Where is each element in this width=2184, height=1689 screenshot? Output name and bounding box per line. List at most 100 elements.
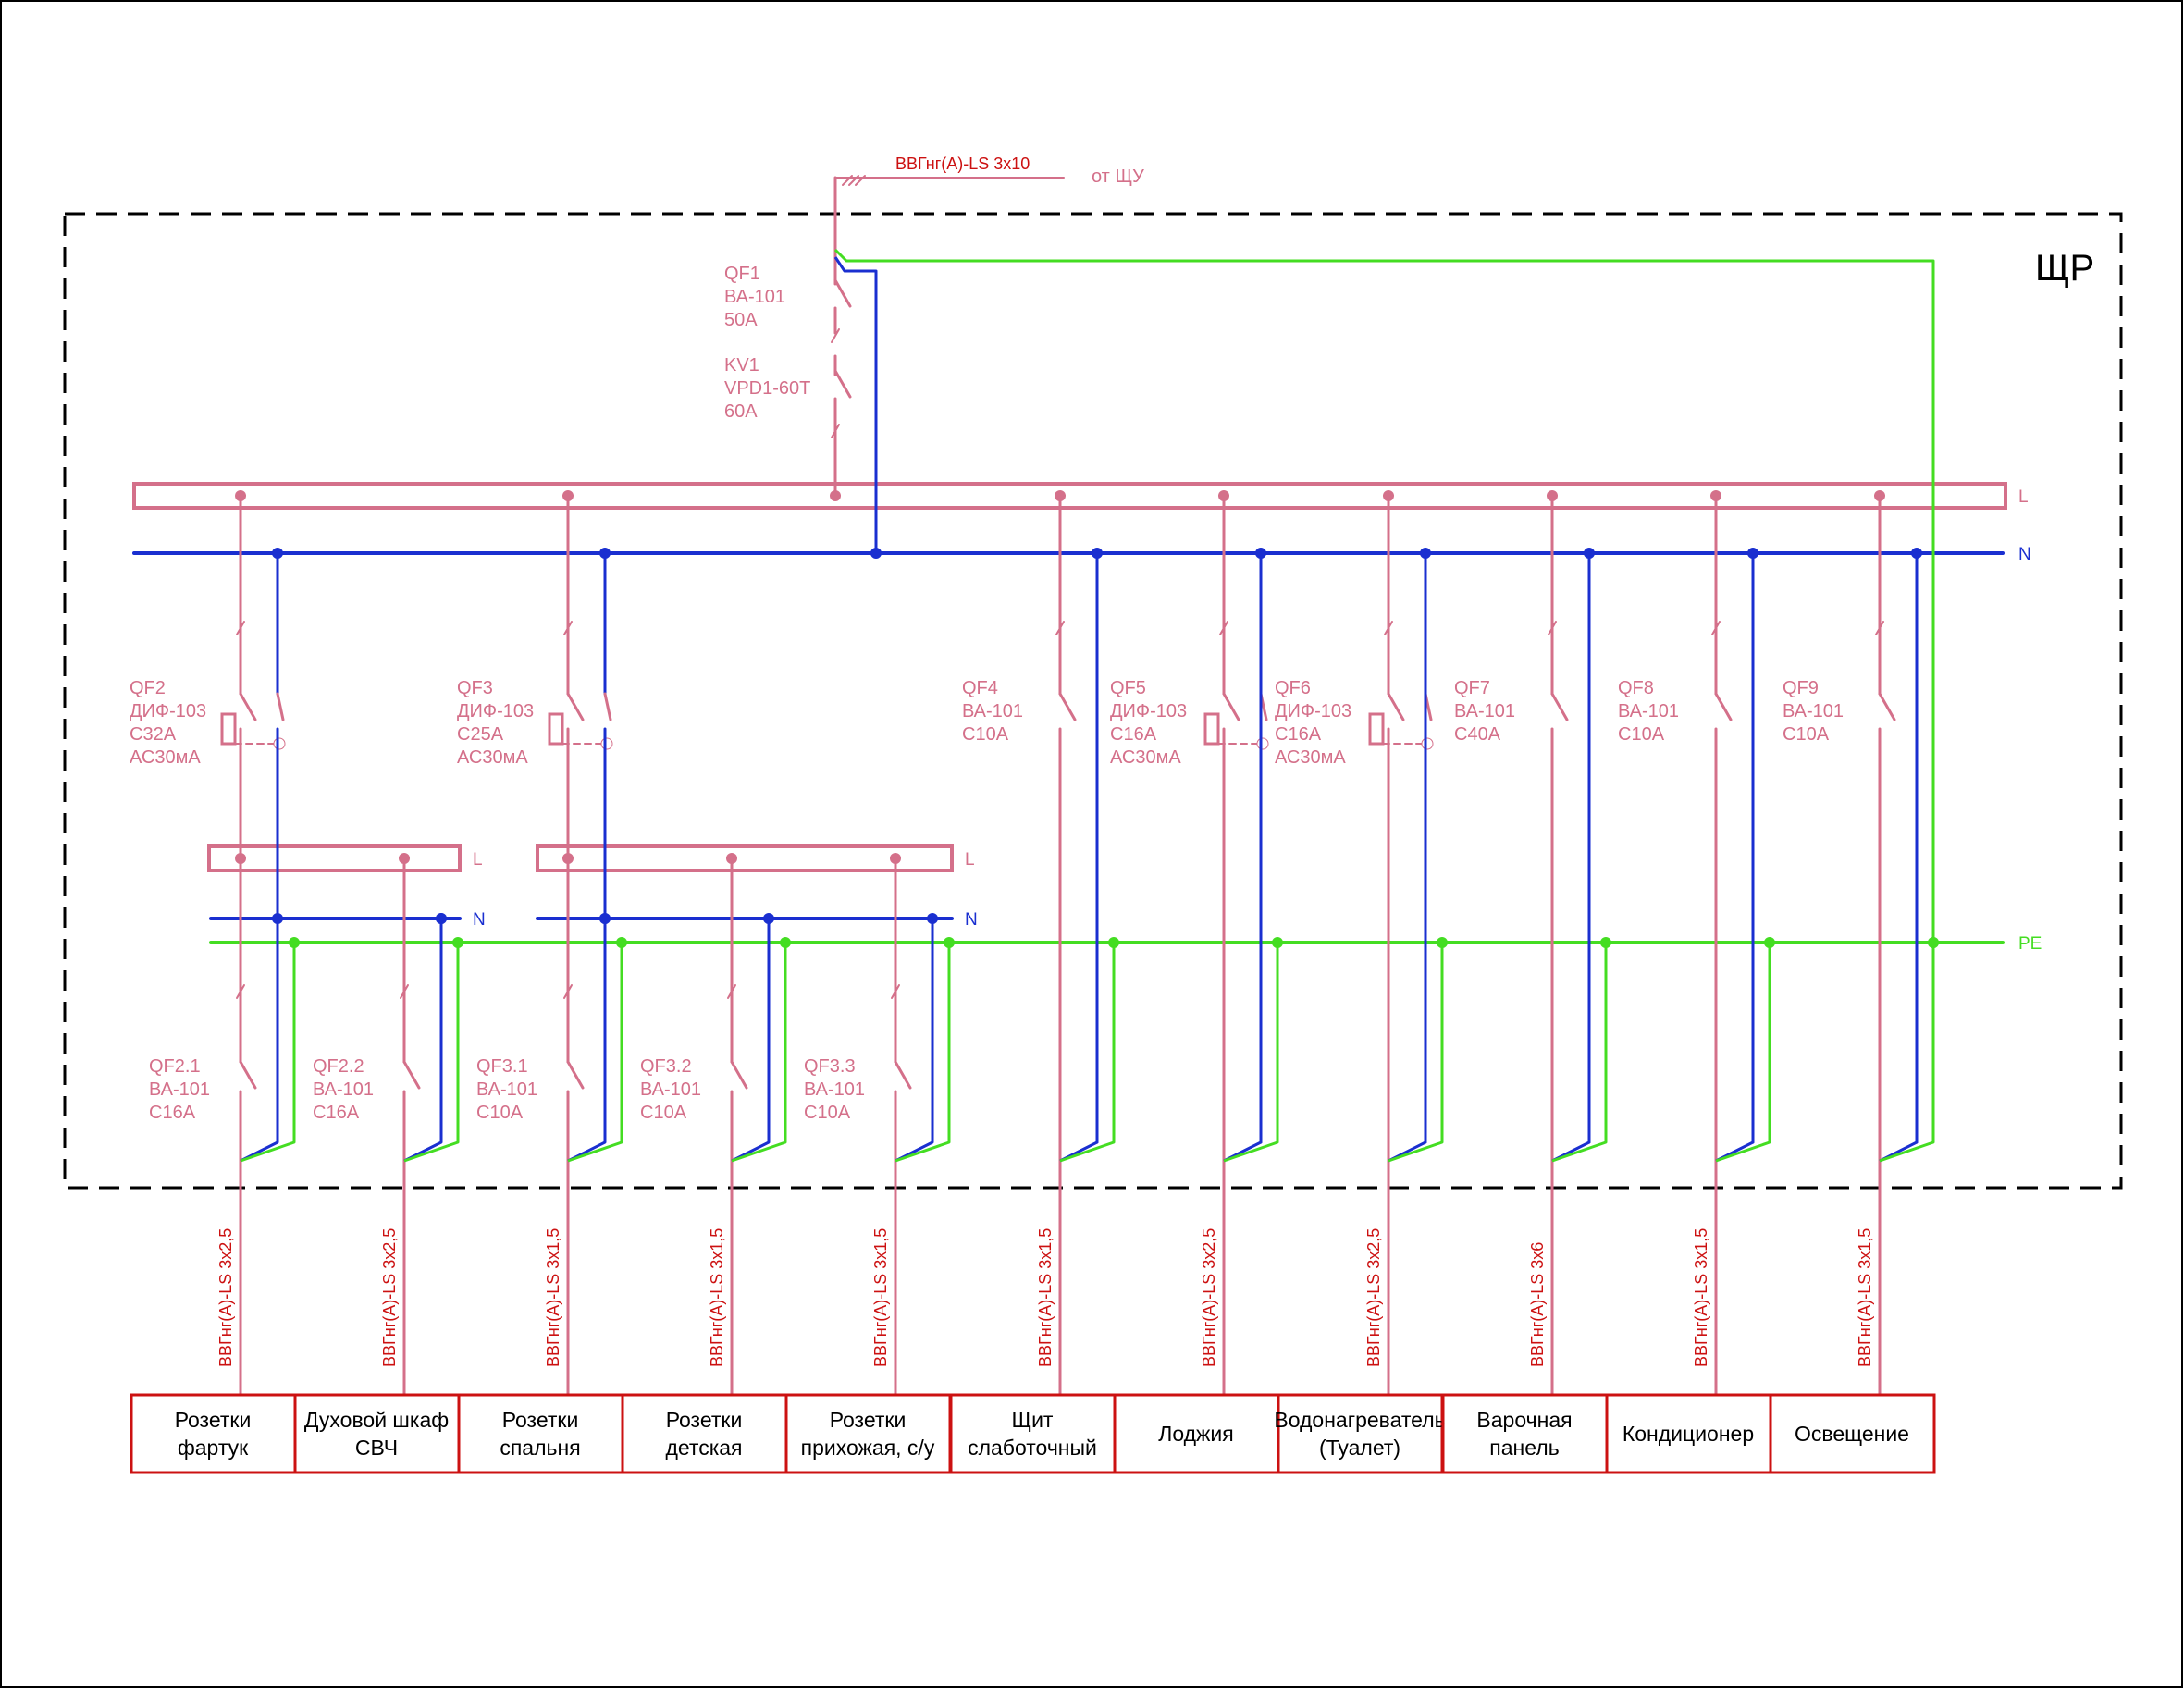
group-qf2-label-line: QF2 xyxy=(130,678,166,698)
group-qf5-rcd-node xyxy=(1256,737,1269,750)
circuit-4-load-label: детская xyxy=(665,1436,742,1460)
circuit-2-sub-blade xyxy=(402,1060,421,1090)
feed-source-label: от ЩУ xyxy=(1092,166,1144,187)
group-qf7-slash xyxy=(1548,621,1557,635)
circuit-5-sub-label-line: С10А xyxy=(804,1103,851,1123)
qf1-label-line: QF1 xyxy=(724,264,760,284)
circuit-2-sub-label-line: QF2.2 xyxy=(313,1056,364,1077)
sub-neutral-bus-label: N xyxy=(965,910,978,930)
circuit-1-sub-label-line: С16А xyxy=(149,1103,196,1123)
group-qf4-label-line: С10А xyxy=(962,724,1009,745)
circuit-5-pe-out xyxy=(895,943,951,1163)
main-neutral-bus-label: N xyxy=(2018,545,2031,564)
circuit-2-sub-slash xyxy=(400,984,409,999)
group-qf6-label-line: С16А xyxy=(1275,724,1322,745)
group-qf7-label-line: С40А xyxy=(1454,724,1501,745)
circuit-1-load-label: фартук xyxy=(178,1436,249,1460)
qf2-neutral-subbus-node xyxy=(272,913,283,924)
group-qf3-neutral-blade xyxy=(603,692,612,721)
feed-pe-line xyxy=(833,248,1935,1142)
circuit-11-load-box xyxy=(1769,1393,1936,1474)
group-qf3-rcd-node xyxy=(600,737,613,750)
qf1-label-line: 50А xyxy=(724,310,758,330)
circuit-3-sub-label-line: С10А xyxy=(476,1103,524,1123)
feed-neutral-line xyxy=(833,256,878,553)
circuit-9-load-label: панель xyxy=(1489,1436,1559,1460)
feed-cable-tick xyxy=(848,175,859,186)
circuit-3-sub-slash xyxy=(563,984,573,999)
sub-phase-bus-label: L xyxy=(965,850,975,869)
circuit-2-sub-label-line: С16А xyxy=(313,1103,360,1123)
circuit-8-neutral-out xyxy=(1388,553,1427,1163)
group-qf5-slash xyxy=(1219,621,1228,635)
circuit-7-pe-out xyxy=(1223,943,1279,1163)
circuit-2-sub-label-line: ВА-101 xyxy=(313,1079,374,1100)
group-qf3-slash xyxy=(563,621,573,635)
group-qf9-label-line: С10А xyxy=(1783,724,1830,745)
circuit-4-load-box xyxy=(621,1393,788,1474)
circuit-3-sub-label-line: QF3.1 xyxy=(476,1056,528,1077)
circuit-4-neutral-out xyxy=(731,918,771,1163)
panel-enclosure xyxy=(63,212,2123,1190)
group-qf3-rcd-box xyxy=(548,712,564,746)
circuit-4-sub-slash xyxy=(727,984,736,999)
group-qf8-slash xyxy=(1711,621,1721,635)
group-qf5-label-line: АС30мА xyxy=(1110,747,1181,768)
circuit-9-load-label: Варочная xyxy=(1476,1408,1572,1432)
circuit-10-pe-out xyxy=(1715,943,1771,1163)
circuit-3-cable-label: ВВГнг(А)-LS 3х1,5 xyxy=(544,1228,562,1367)
kv1-label-line: VPD1-60T xyxy=(724,378,810,399)
feed-cable-label: ВВГнг(А)-LS 3х10 xyxy=(895,154,1030,173)
feed-cable-tick xyxy=(842,175,853,186)
circuit-2-load-label: Духовой шкаф xyxy=(304,1408,449,1432)
circuit-8-cable-label: ВВГнг(А)-LS 3х2,5 xyxy=(1364,1228,1383,1367)
circuit-6-load-label: Щит xyxy=(1012,1408,1054,1432)
sub-neutral-bus-label: N xyxy=(473,910,486,930)
group-qf3-label-line: АС30мА xyxy=(457,747,528,768)
group-qf2-slash xyxy=(236,621,245,635)
circuit-7-load-label: Лоджия xyxy=(1158,1422,1234,1446)
group-qf6-label-line: АС30мА xyxy=(1275,747,1346,768)
group-qf8-label-line: QF8 xyxy=(1618,678,1654,698)
sub-phase-busbar-1 xyxy=(207,844,462,872)
group-qf2-label-line: АС30мА xyxy=(130,747,201,768)
group-qf5-rcd-box xyxy=(1203,712,1220,746)
circuit-2-load-box xyxy=(293,1393,461,1474)
group-qf6-rcd-node xyxy=(1421,737,1434,750)
circuit-2-pe-out xyxy=(403,943,460,1163)
circuit-5-sub-slash xyxy=(891,984,900,999)
circuit-9-load-box xyxy=(1441,1393,1609,1474)
group-qf7-phase-blade xyxy=(1550,692,1569,721)
circuit-5-sub-blade xyxy=(894,1060,912,1090)
circuit-3-load-label: спальня xyxy=(500,1436,580,1460)
main-phase-busbar xyxy=(132,482,2007,510)
circuit-9-cable-label: ВВГнг(А)-LS 3х6 xyxy=(1528,1242,1547,1367)
circuit-5-sub-label-line: QF3.3 xyxy=(804,1056,856,1077)
circuit-11-neutral-out xyxy=(1879,553,1919,1163)
circuit-6-cable-label: ВВГнг(А)-LS 3х1,5 xyxy=(1036,1228,1055,1367)
circuit-4-sub-label-line: С10А xyxy=(640,1103,687,1123)
circuit-1-sub-label-line: QF2.1 xyxy=(149,1056,201,1077)
circuit-1-cable-label: ВВГнг(А)-LS 3х2,5 xyxy=(216,1228,235,1367)
qf1-label-line: ВА-101 xyxy=(724,287,785,307)
circuit-11-load-label: Освещение xyxy=(1795,1422,1909,1446)
circuit-5-neutral-out xyxy=(895,918,934,1163)
group-qf7-label-line: ВА-101 xyxy=(1454,701,1515,721)
circuit-1-sub-slash xyxy=(236,984,245,999)
circuit-5-load-box xyxy=(784,1393,952,1474)
circuit-10-neutral-out xyxy=(1715,553,1755,1163)
group-qf8-phase-blade xyxy=(1714,692,1733,721)
group-qf2-neutral-blade xyxy=(276,692,285,721)
group-qf2-rcd-node xyxy=(273,737,286,750)
circuit-7-neutral-out xyxy=(1223,553,1263,1163)
circuit-1-sub-blade xyxy=(239,1060,257,1090)
circuit-4-sub-blade xyxy=(730,1060,748,1090)
group-qf9-label-line: QF9 xyxy=(1783,678,1819,698)
circuit-10-cable-label: ВВГнг(А)-LS 3х1,5 xyxy=(1692,1228,1710,1367)
circuit-8-load-box xyxy=(1277,1393,1444,1474)
group-qf2-label-line: С32А xyxy=(130,724,177,745)
circuit-1-load-box xyxy=(130,1393,297,1474)
circuit-6-load-label: слаботочный xyxy=(968,1436,1097,1460)
